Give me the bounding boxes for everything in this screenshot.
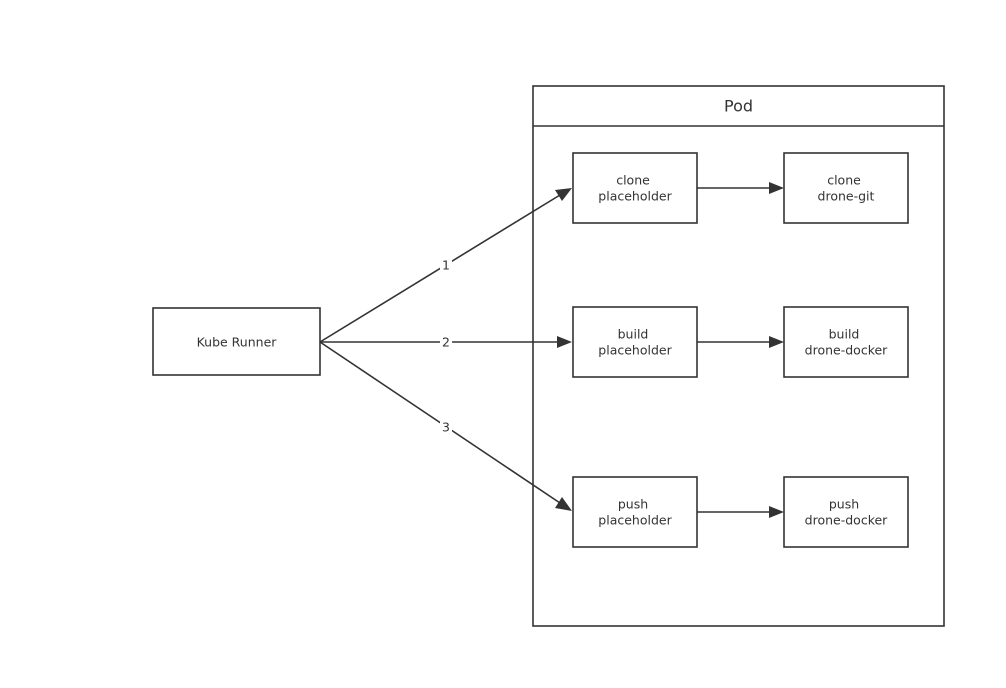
- push-container-box: [783, 476, 909, 548]
- build-container-label: build drone-docker: [805, 327, 889, 358]
- clone-placeholder-box: [572, 152, 698, 224]
- runner-edges: 1 2 3: [319, 188, 572, 511]
- build-placeholder-line2: placeholder: [598, 343, 672, 358]
- clone-placeholder-line1: clone: [616, 173, 650, 188]
- push-placeholder-box: [572, 476, 698, 548]
- edge-step-1-arrowhead: [555, 188, 572, 201]
- edge-step-3-arrowhead: [555, 497, 572, 511]
- build-container-line2: drone-docker: [805, 343, 889, 358]
- build-placeholder-label: build placeholder: [598, 327, 672, 358]
- push-container-line2: drone-docker: [805, 513, 889, 528]
- push-placeholder-label: push placeholder: [598, 497, 672, 528]
- edge-step-1-label: 1: [442, 258, 450, 273]
- step-row-push: push placeholder push drone-docker: [572, 476, 909, 548]
- step-row-build: build placeholder build drone-docker: [572, 306, 909, 378]
- edge-step-2-label-bg: [440, 334, 452, 350]
- edge-step-2: 2: [320, 334, 572, 350]
- build-container-line1: build: [829, 327, 860, 342]
- kube-runner-label: Kube Runner: [197, 335, 278, 350]
- clone-placeholder-line2: placeholder: [598, 189, 672, 204]
- step-row-clone: clone placeholder clone drone-git: [572, 152, 909, 224]
- build-placeholder-box: [572, 306, 698, 378]
- clone-placeholder-label: clone placeholder: [598, 173, 672, 204]
- build-container-box: [783, 306, 909, 378]
- edge-step-3-label-bg: [440, 419, 452, 435]
- edge-step-2-label: 2: [442, 335, 450, 350]
- push-container-line1: push: [829, 497, 859, 512]
- clone-container-line1: clone: [827, 173, 861, 188]
- push-placeholder-line1: push: [618, 497, 648, 512]
- push-placeholder-line2: placeholder: [598, 513, 672, 528]
- push-container-label: push drone-docker: [805, 497, 889, 528]
- build-placeholder-line1: build: [618, 327, 649, 342]
- edge-step-3: 3: [319, 341, 572, 511]
- clone-container-label: clone drone-git: [818, 173, 875, 204]
- edge-step-1-label-bg: [440, 257, 452, 273]
- edge-step-1: 1: [319, 188, 572, 343]
- clone-container-box: [783, 152, 909, 224]
- pod-title: Pod: [724, 97, 753, 116]
- kube-runner-node: Kube Runner: [152, 307, 321, 376]
- clone-connector-arrowhead: [769, 182, 784, 194]
- build-connector-arrowhead: [769, 336, 784, 348]
- push-connector-arrowhead: [769, 506, 784, 518]
- edge-step-3-label: 3: [442, 420, 450, 435]
- edge-step-2-arrowhead: [557, 336, 572, 348]
- clone-container-line2: drone-git: [818, 189, 875, 204]
- kube-runner-box: [152, 307, 321, 376]
